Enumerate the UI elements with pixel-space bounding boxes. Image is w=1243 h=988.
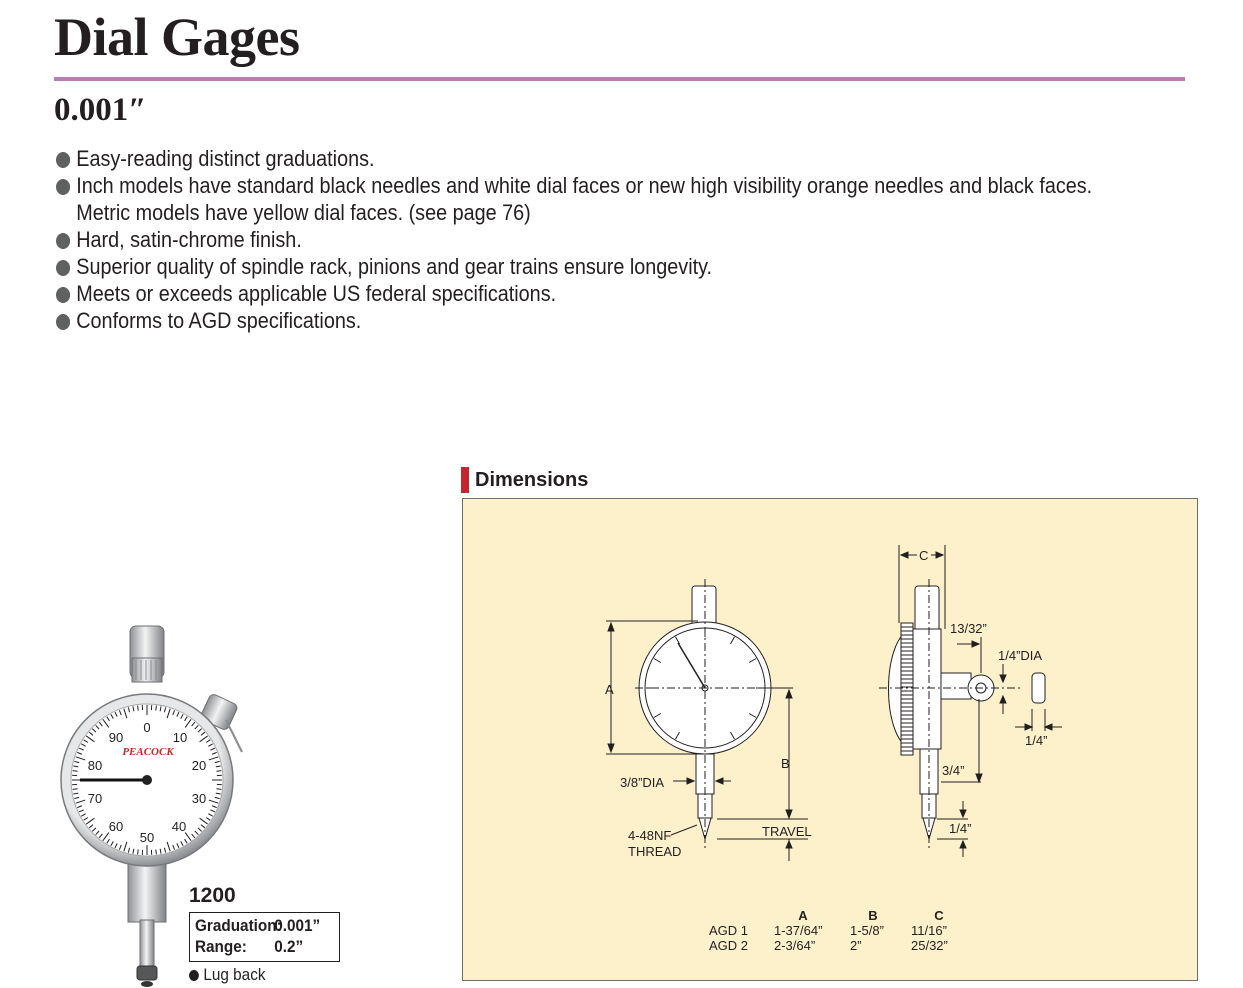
dial-number: 50 bbox=[140, 830, 154, 845]
dial-number: 90 bbox=[109, 730, 123, 745]
table-cell: 25/32” bbox=[911, 938, 948, 953]
brand-logo: PEACOCK bbox=[122, 746, 174, 758]
dim-label-c: C bbox=[919, 548, 928, 563]
dial-number: 20 bbox=[192, 758, 206, 773]
spec-box: Graduation:0.001” Range:0.2” bbox=[189, 912, 340, 962]
lug-back-note: Lug back bbox=[189, 965, 266, 985]
table-cell: 1-5/8” bbox=[850, 923, 884, 938]
dial-tick bbox=[216, 771, 221, 772]
dim-label-thread: 4-48NF bbox=[628, 828, 671, 843]
dim-label-b: B bbox=[781, 756, 790, 771]
table-cell: 11/16” bbox=[911, 923, 947, 938]
dial-tick bbox=[216, 789, 221, 790]
table-header: B bbox=[868, 908, 877, 923]
dial-number: 70 bbox=[88, 791, 102, 806]
dim-label-thread: THREAD bbox=[628, 844, 681, 859]
dim-label-back-depth: 3/4” bbox=[942, 763, 964, 778]
dial-tick bbox=[73, 789, 78, 790]
feature-item: Inch models have standard black needles … bbox=[56, 172, 1068, 226]
table-header: A bbox=[798, 908, 808, 923]
dial-tick bbox=[156, 706, 157, 711]
dim-label-lug-thickness: 1/4” bbox=[1025, 733, 1047, 748]
dimensions-heading: Dimensions bbox=[461, 467, 588, 493]
dial-number: 80 bbox=[88, 758, 102, 773]
table-cell: 2-3/64” bbox=[774, 938, 815, 953]
dial-tick bbox=[138, 849, 139, 854]
dim-label-point: 1/4” bbox=[949, 821, 971, 836]
range-row: Range:0.2” bbox=[195, 936, 325, 957]
dim-label-stem-dia: 3/8”DIA bbox=[620, 775, 664, 790]
dial-tick bbox=[73, 771, 78, 772]
dial-tick bbox=[138, 706, 139, 711]
feature-item: Hard, satin-chrome finish. bbox=[56, 226, 1068, 253]
table-header: C bbox=[934, 908, 944, 923]
dim-label-a: A bbox=[605, 682, 614, 697]
agd-table: A B C AGD 1 1-37/64” 1-5/8” 11/16” AGD 2… bbox=[709, 908, 948, 953]
dim-label-travel: TRAVEL bbox=[762, 824, 812, 839]
table-row-name: AGD 1 bbox=[709, 923, 748, 938]
dim-label-lug-hole: 1/4”DIA bbox=[998, 648, 1042, 663]
graduation-row: Graduation:0.001” bbox=[195, 915, 325, 936]
dial-number: 60 bbox=[109, 819, 123, 834]
dimensions-panel: A B C 3/8”DIA 4-48NF THREAD TRAVEL 13/32… bbox=[462, 498, 1198, 981]
dimension-drawing: A B C 3/8”DIA 4-48NF THREAD TRAVEL 13/32… bbox=[463, 499, 1199, 982]
table-row-name: AGD 2 bbox=[709, 938, 748, 953]
dial-number: 10 bbox=[173, 730, 187, 745]
dial-number: 40 bbox=[172, 819, 186, 834]
title-divider bbox=[54, 77, 1185, 81]
feature-item: Conforms to AGD specifications. bbox=[56, 307, 1068, 334]
feature-item: Easy-reading distinct graduations. bbox=[56, 145, 1068, 172]
dial-number: 0 bbox=[143, 720, 150, 735]
feature-list: Easy-reading distinct graduations. Inch … bbox=[56, 145, 1206, 334]
feature-item: Meets or exceeds applicable US federal s… bbox=[56, 280, 1068, 307]
model-number: 1200 bbox=[189, 884, 236, 908]
dim-label-lug-offset: 13/32” bbox=[950, 621, 987, 636]
page-subtitle: 0.001″ bbox=[54, 89, 146, 131]
table-cell: 2” bbox=[850, 938, 862, 953]
table-cell: 1-37/64” bbox=[774, 923, 822, 938]
feature-item: Superior quality of spindle rack, pinion… bbox=[56, 253, 1068, 280]
dial-number: 30 bbox=[192, 791, 206, 806]
page-title: Dial Gages bbox=[54, 2, 300, 72]
dial-tick bbox=[156, 849, 157, 854]
